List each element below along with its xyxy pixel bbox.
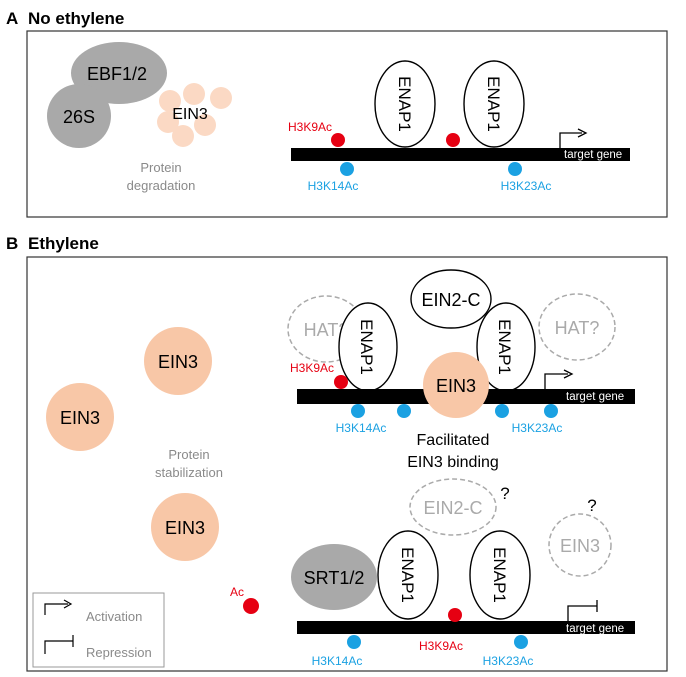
ein3-fragment	[210, 87, 232, 109]
free-ac-mark	[243, 598, 259, 614]
facilitated-line2: EIN3 binding	[407, 454, 499, 471]
h3k14ac-label-a: H3K14Ac	[308, 179, 359, 193]
hat-right-label: HAT?	[555, 318, 600, 338]
activation-arrowhead-a	[577, 128, 588, 138]
panel-b-title: Ethylene	[28, 234, 99, 253]
h3k14ac-label-b-lower: H3K14Ac	[312, 654, 363, 668]
ein3-stable-2-label: EIN3	[60, 408, 100, 428]
legend-repression-label: Repression	[86, 645, 152, 660]
ebf-label: EBF1/2	[87, 64, 147, 84]
ein2c-lower-dashed	[409, 478, 497, 536]
h3k23ac-mark-b-upper	[544, 404, 558, 418]
facilitated-line1: Facilitated	[417, 432, 490, 449]
panel-b-letter: B	[6, 234, 18, 253]
ein3-stable-1-label: EIN3	[158, 352, 198, 372]
target-gene-a: target gene	[564, 149, 622, 161]
ein3-lower-label: EIN3	[560, 536, 600, 556]
ein3-stable-3	[151, 493, 219, 561]
h3k23ac-mark-b-lower	[514, 635, 528, 649]
srt-complex	[291, 544, 377, 610]
activation-arrow-a	[559, 132, 582, 148]
h3k23ac-label-b-upper: H3K23Ac	[512, 421, 563, 435]
ein3-stable-1	[144, 327, 212, 395]
enap1-a-left	[374, 60, 436, 148]
h3k9ac-label-a: H3K9Ac	[288, 120, 332, 134]
h3k9ac-mark-b-lower	[448, 608, 462, 622]
ein3-question: ?	[587, 496, 596, 515]
legend-activation-icon	[44, 603, 68, 615]
enap1-b-lower-right	[469, 530, 531, 620]
enap1-b-lower-left-label: ENAP1	[398, 547, 417, 603]
enap1-a-right	[463, 60, 525, 148]
ein3-stable-2	[46, 383, 114, 451]
hat-right-dashed	[538, 293, 616, 361]
ein3-fragments	[157, 83, 232, 147]
panel-a-frame	[26, 30, 668, 218]
legend-activation-label: Activation	[86, 609, 142, 624]
ein3-stable-3-label: EIN3	[165, 518, 205, 538]
h3k9ac-mark-a	[331, 133, 345, 147]
target-gene-b-lower: target gene	[566, 623, 624, 635]
ein3-bound	[423, 352, 489, 418]
degradation-line1: Protein	[140, 160, 181, 175]
proteasome-26s	[47, 84, 111, 148]
legend-activation-arrowhead	[63, 599, 73, 609]
enap1-a-right-label: ENAP1	[484, 76, 503, 132]
ein3-lower-dashed	[548, 513, 612, 577]
h3k9ac-mark-a	[446, 133, 460, 147]
target-gene-b-upper: target gene	[566, 391, 624, 403]
ein3-degraded-label: EIN3	[172, 106, 208, 123]
enap1-b-upper-left-label: ENAP1	[357, 319, 376, 375]
hat-left-label: HAT?	[304, 320, 349, 340]
h3k14ac-mark-b-upper	[397, 404, 411, 418]
dna-strand-a	[291, 148, 630, 161]
h3k9ac-mark-b-upper	[334, 375, 348, 389]
enap1-b-upper-right-label: ENAP1	[495, 319, 514, 375]
ein3-bound-label: EIN3	[436, 376, 476, 396]
legend-box	[32, 592, 165, 668]
h3k23ac-mark-b-upper	[495, 404, 509, 418]
repression-arrow-b	[567, 605, 597, 621]
ein2c-upper-label: EIN2-C	[421, 290, 480, 310]
proteasome-label: 26S	[63, 107, 95, 127]
h3k9ac-label-b-upper: H3K9Ac	[290, 361, 334, 375]
h3k23ac-label-a: H3K23Ac	[501, 179, 552, 193]
degradation-line2: degradation	[127, 178, 196, 193]
ein3-fragment	[183, 83, 205, 105]
enap1-b-lower-right-label: ENAP1	[490, 547, 509, 603]
legend: Activation Repression	[32, 592, 165, 668]
h3k14ac-mark-b-upper	[351, 404, 365, 418]
stabilization-line1: Protein	[168, 447, 209, 462]
activation-arrow-b	[544, 373, 568, 389]
h3k14ac-label-b-upper: H3K14Ac	[336, 421, 387, 435]
ein2c-question: ?	[500, 484, 509, 503]
dna-strand-b-lower	[297, 621, 635, 634]
h3k9ac-label-b-lower: H3K9Ac	[419, 639, 463, 653]
enap1-a-left-label: ENAP1	[395, 76, 414, 132]
h3k14ac-mark-b-lower	[347, 635, 361, 649]
panel-a-letter: A	[6, 9, 18, 28]
legend-repression-icon	[44, 640, 73, 654]
free-ac-label: Ac	[230, 585, 244, 599]
h3k23ac-label-b-lower: H3K23Ac	[483, 654, 534, 668]
panel-a-title: No ethylene	[28, 9, 124, 28]
activation-arrowhead-b	[563, 369, 574, 379]
ein3-fragment	[172, 125, 194, 147]
enap1-b-lower-left	[377, 530, 439, 620]
ein3-fragment	[194, 114, 216, 136]
ein2c-upper	[410, 269, 492, 329]
stabilization-line2: stabilization	[155, 465, 223, 480]
h3k23ac-mark-a	[508, 162, 522, 176]
ein2c-lower-label: EIN2-C	[423, 498, 482, 518]
ein3-fragment	[157, 111, 179, 133]
ein3-fragment	[159, 90, 181, 112]
srt-label: SRT1/2	[304, 568, 365, 588]
panel-b-frame	[26, 256, 668, 672]
h3k14ac-mark-a	[340, 162, 354, 176]
